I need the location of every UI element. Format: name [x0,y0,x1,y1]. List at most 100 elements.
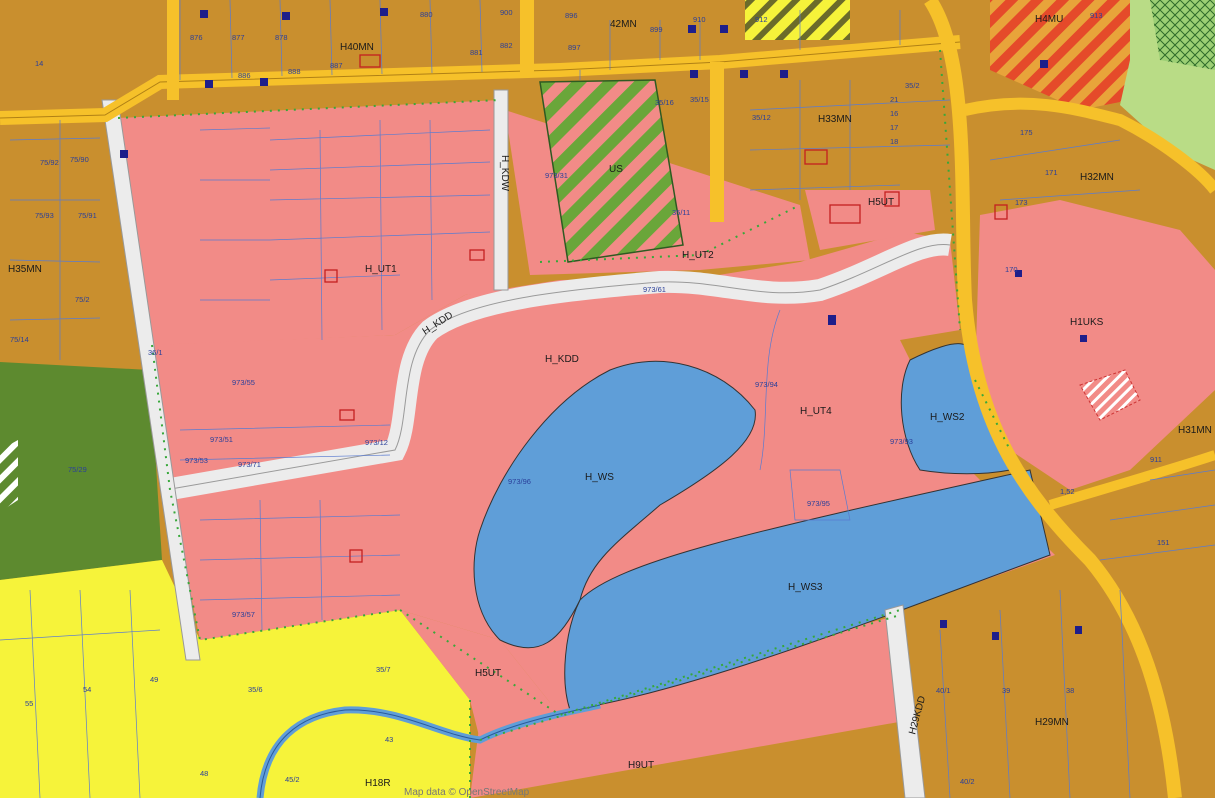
parcel-number: 75/92 [40,158,59,167]
parcel-number: 973/96 [508,477,531,486]
zone-label-h-ut1[interactable]: H_UT1 [365,264,397,275]
map-attribution[interactable]: Map data © OpenStreetMap [404,787,530,798]
parcel-number: 896 [565,11,578,20]
parcel-number: 75/2 [75,295,90,304]
parcel-number: 38 [1066,686,1074,695]
us-hatched-zone [539,79,684,263]
parcel-number: 75/14 [10,335,29,344]
road-north-spur-2 [520,0,534,72]
road-north-spur [167,0,179,100]
parcel-number: 897 [568,43,581,52]
farmland-area [0,560,470,798]
parcel-number: 40/2 [960,777,975,786]
services-h9ut [470,615,910,798]
hatched-parcel [1079,369,1141,421]
zone-label-h-ws2[interactable]: H_WS2 [930,412,965,423]
parcel-number: 35/11 [672,208,690,217]
parcel-number: 40/1 [936,686,951,695]
services-h1uks [975,200,1215,490]
parcel-number: 912 [755,15,768,24]
parcel-number: 173 [1015,198,1028,207]
parcel-number: 973/31 [545,171,568,180]
parcel-number: 14 [35,59,43,68]
parcel-number: 35/7 [376,665,391,674]
zone-label-h29mn[interactable]: H29MN [1035,717,1069,728]
stream-outline [259,704,601,798]
lane-h-kdw [493,89,509,291]
zone-label-h40mn[interactable]: H40MN [340,42,374,53]
parcel-number: 881 [470,48,483,57]
zone-label-42mn[interactable]: 42MN [610,19,637,30]
zone-label-h-ut4[interactable]: H_UT4 [800,406,832,417]
parcel-number: 43 [385,735,393,744]
parcel-number: 75/93 [35,211,54,220]
parcel-number: 886 [238,71,251,80]
parcel-number: 55 [25,699,33,708]
building-outlines [324,54,1008,563]
zone-label-h-ws[interactable]: H_WS [585,472,614,483]
lake-h-ws2 [900,343,1011,475]
parcel-number: 973/55 [232,378,255,387]
zone-label-us[interactable]: US [609,164,623,175]
zone-label-h4mu[interactable]: H4MU [1035,14,1063,25]
meadow-crosshatch [1150,0,1215,70]
parcel-number: 35/12 [752,113,771,122]
forest-hatch [0,440,18,512]
zone-label-h31mn[interactable]: H31MN [1178,425,1212,436]
zone-label-h5ut-top[interactable]: H5UT [868,197,894,208]
parcel-number: 878 [275,33,288,42]
zone-label-h5ut[interactable]: H5UT [475,668,501,679]
parcel-number: 973/71 [238,460,261,469]
parcel-number: 973/57 [232,610,255,619]
parcel-number: 17 [890,123,898,132]
road-east-branch [1048,450,1215,510]
parcel-number: 973/95 [807,499,830,508]
parcel-number: 887 [330,61,343,70]
parcel-number: 54 [83,685,91,694]
h4mu-hatched-zone [990,0,1130,110]
parcel-number: 910 [693,15,706,24]
parcel-number: 175 [1020,128,1033,137]
parcel-number: 882 [500,41,513,50]
forest-area [0,362,162,580]
parcel-number: 35/2 [905,81,920,90]
zone-label-h-kdd-area[interactable]: H_KDD [545,354,579,365]
zone-label-h33mn[interactable]: H33MN [818,114,852,125]
main-road-top-edge [0,41,961,119]
parcel-number: 75/90 [70,155,89,164]
parcel-number: 911 [1150,455,1162,464]
zone-label-h-kdw[interactable]: H_KDW [499,155,510,192]
parcel-number: 913 [1090,11,1103,20]
zone-label-h1uks[interactable]: H1UKS [1070,317,1104,328]
parcel-number: 973/51 [210,435,233,444]
main-road-east [924,0,1182,798]
zone-label-h32mn[interactable]: H32MN [1080,172,1114,183]
parcel-number: 973/12 [365,438,388,447]
parcel-number: 151 [1157,538,1170,547]
zone-label-h18r[interactable]: H18R [365,778,391,789]
parcel-number: 900 [500,8,513,17]
parcel-number: 880 [420,10,433,19]
zone-label-h-ws3[interactable]: H_WS3 [788,582,823,593]
parcel-number: 35/15 [690,95,709,104]
zone-label-h35mn[interactable]: H35MN [8,264,42,275]
parcel-number: 877 [232,33,245,42]
parcel-number: 75/29 [68,465,87,474]
parcel-number: 899 [650,25,663,34]
parcel-number: 36/1 [148,348,163,357]
parcel-number: 39 [1002,686,1010,695]
path-h-kdd-edge [164,243,951,491]
road-curve-north [963,97,1215,194]
parcel-number: 888 [288,67,301,76]
services-ut1 [118,100,505,345]
parcel-number: 16 [890,109,898,118]
parcel-number: 48 [200,769,208,778]
zone-label-h9ut[interactable]: H9UT [628,760,654,771]
zone-label-h-ut2[interactable]: H_UT2 [682,250,714,261]
road-vertical-mid [710,62,724,222]
parcel-number: 973/93 [890,437,913,446]
building-markers [120,8,1087,640]
lake-h-ws3 [564,469,1051,711]
